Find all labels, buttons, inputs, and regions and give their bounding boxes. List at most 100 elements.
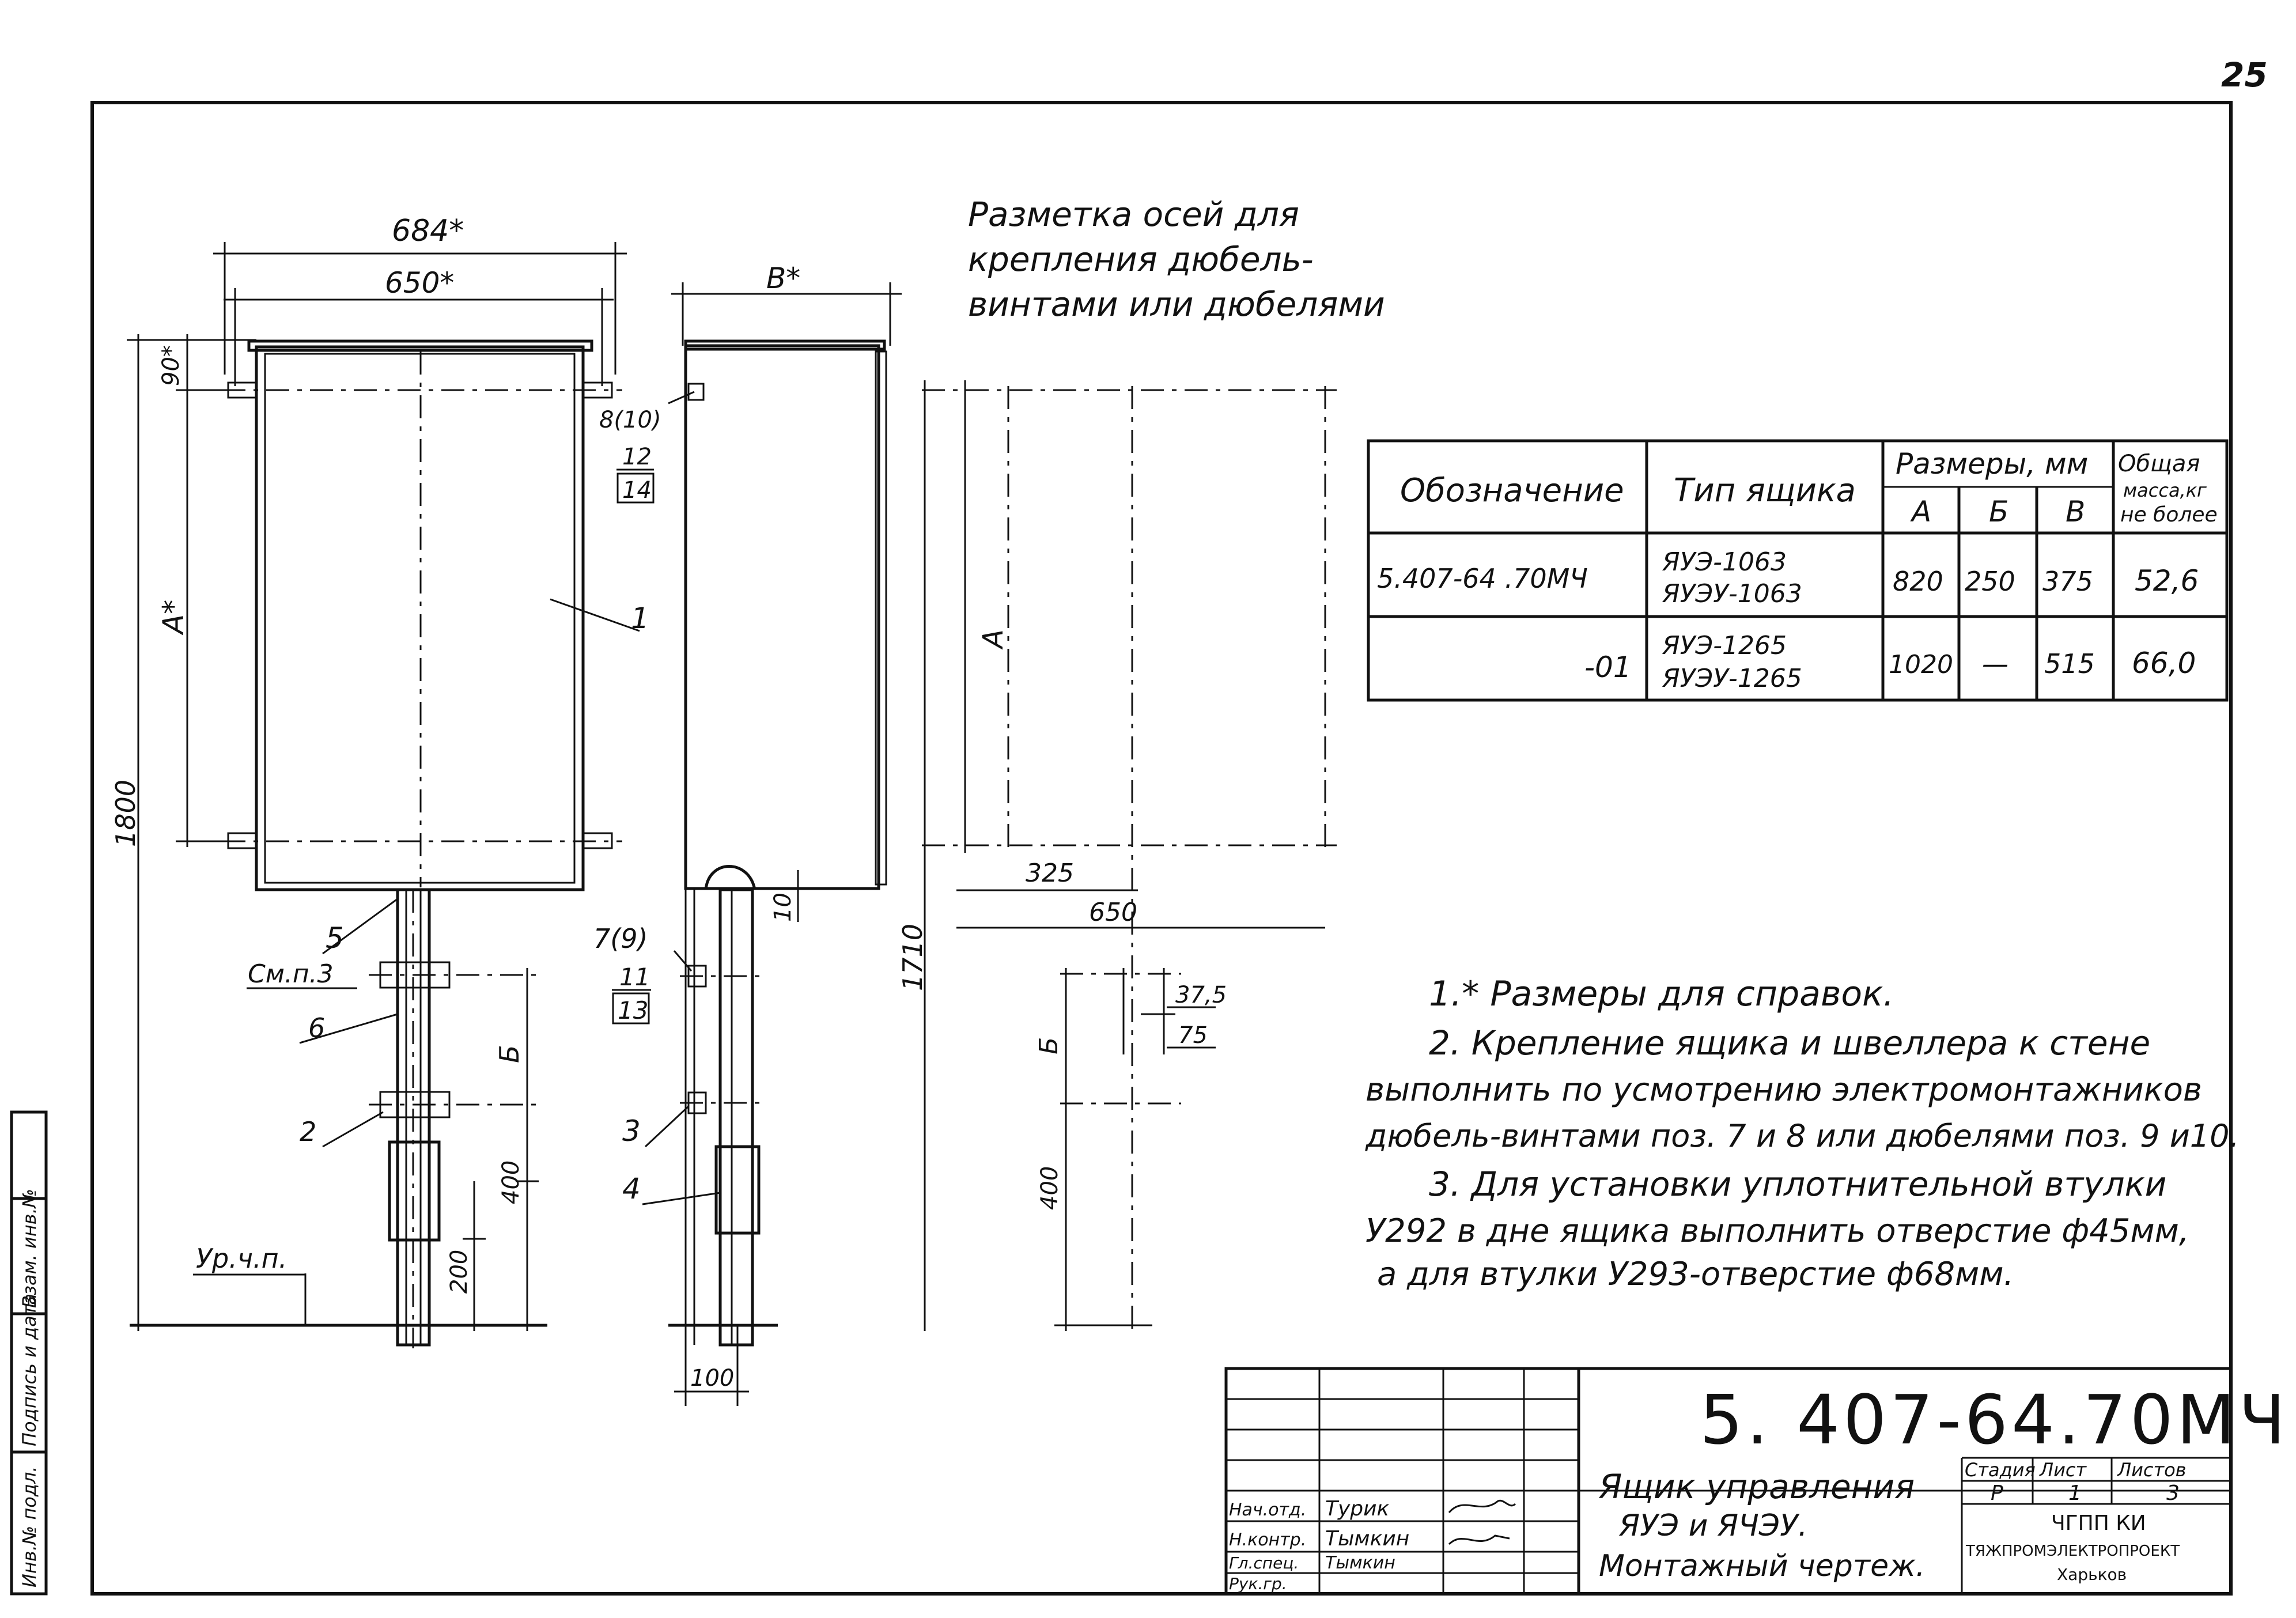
title-block: 5. 407-64.70МЧ Ящик управления ЯУЭ и ЯЧЭ…: [1224, 1367, 2289, 1596]
dim-650: 650*: [385, 266, 454, 300]
front-view: 684* 650* 90* А* 1800 1 Б 400: [110, 214, 649, 1348]
document-code: 5. 407-64.70МЧ: [1700, 1380, 2289, 1460]
org-line-3: Харьков: [2057, 1565, 2127, 1584]
staff-role-2: Н.контр.: [1229, 1530, 1306, 1550]
dim-A-star: А*: [157, 600, 190, 636]
callout-12: 12: [622, 444, 652, 470]
row-2-type-2: ЯУЭУ-1265: [1662, 664, 1802, 693]
dim-200-front: 200: [446, 1250, 472, 1294]
page-number: 25: [2221, 55, 2268, 94]
callout-7-9: 7(9): [593, 923, 648, 954]
th-dim-b: Б: [1989, 495, 2008, 528]
stage-value: Р: [1991, 1481, 2003, 1505]
row-2-designation: -01: [1584, 651, 1632, 684]
row-1-designation: 5.407-64 .70МЧ: [1377, 563, 1588, 594]
drawing-frame: [90, 101, 2233, 1596]
row-1-mass: 52,6: [2135, 564, 2199, 598]
row-1-type-1: ЯУЭ-1063: [1662, 547, 1787, 577]
callout-2: 2: [300, 1116, 316, 1147]
dim-650-layout: 650: [1089, 898, 1137, 927]
row-2-type-1: ЯУЭ-1265: [1662, 631, 1787, 660]
box-side-outline: [684, 344, 880, 890]
row-1-type-2: ЯУЭУ-1063: [1662, 579, 1802, 608]
note-3: 3. Для установки уплотнительной втулки: [1429, 1165, 2166, 1204]
sheet-value: 1: [2068, 1481, 2082, 1505]
staff-role-3: Гл.спец.: [1229, 1553, 1299, 1572]
dim-37-5: 37,5: [1175, 982, 1227, 1008]
sheets-value: 3: [2166, 1481, 2180, 1505]
layout-title-line-3: винтами или дюбелями: [968, 285, 1385, 324]
note-2-cont-1: выполнить по усмотрению электромонтажник…: [1366, 1071, 2202, 1109]
stamp-replace-inv: Взам. инв.№: [18, 1189, 40, 1308]
notes: 1.* Размеры для справок. 2. Крепление ящ…: [1365, 974, 2240, 1293]
staff-name-1: Турик: [1325, 1497, 1390, 1521]
th-box-type: Тип ящика: [1674, 472, 1856, 509]
org-line-1: ЧГПП КИ: [2051, 1511, 2146, 1535]
dim-B-layout: Б: [1034, 1037, 1064, 1054]
row-1-v: 375: [2042, 566, 2093, 597]
title-line-1: Ящик управления: [1598, 1467, 1915, 1506]
note-3-cont-1: У292 в дне ящика выполнить отверстие ф45…: [1366, 1212, 2189, 1250]
th-dimensions: Размеры, мм: [1896, 447, 2088, 481]
callout-14: 14: [622, 477, 652, 504]
callout-11: 11: [619, 963, 650, 991]
note-1: 1.* Размеры для справок.: [1429, 974, 1894, 1014]
staff-name-3: Тымкин: [1325, 1553, 1395, 1573]
staff-role-1: Нач.отд.: [1229, 1500, 1306, 1520]
see-note-3: См.п.3: [248, 959, 334, 989]
stamp-inv-number: Инв.№ подл.: [18, 1466, 40, 1587]
layout-title-line-2: крепления дюбель-: [968, 240, 1314, 279]
org-line-2: ТЯЖПРОМЭЛЕКТРОПРОЕКТ: [1965, 1543, 2180, 1560]
signature-2: [1448, 1534, 1510, 1545]
note-2-cont-2: дюбель-винтами поз. 7 и 8 или дюбелями п…: [1365, 1118, 2240, 1154]
side-stamp: Инв.№ подл. Подпись и дата Взам. инв.№: [10, 1110, 48, 1596]
dim-400-layout: 400: [1037, 1166, 1063, 1210]
dim-1710: 1710: [897, 924, 928, 991]
dim-10: 10: [770, 893, 796, 922]
stamp-signature-date: Подпись и дата: [18, 1294, 40, 1446]
callout-8-10: 8(10): [599, 407, 661, 433]
dim-100: 100: [690, 1365, 734, 1392]
dim-1800: 1800: [110, 780, 141, 847]
th-dim-a: А: [1910, 495, 1931, 528]
title-line-3: Монтажный чертеж.: [1599, 1549, 1925, 1583]
row-1-b: 250: [1965, 566, 2015, 597]
th-dim-v: В: [2066, 495, 2085, 528]
row-2-mass: 66,0: [2132, 647, 2196, 680]
side-view: В* 8(10) 12 14 10 7(9) 11 13 3 4: [593, 262, 902, 1406]
callout-14-box: [616, 472, 655, 504]
row-2-a: 1020: [1889, 650, 1953, 679]
th-mass-3: не более: [2120, 503, 2218, 527]
note-2: 2. Крепление ящика и швеллера к стене: [1429, 1023, 2150, 1063]
th-designation: Обозначение: [1400, 472, 1624, 509]
stage-label: Стадия: [1965, 1459, 2036, 1481]
specification-table: Обозначение Тип ящика Размеры, мм А Б В …: [1367, 439, 2229, 702]
callout-4: 4: [622, 1172, 641, 1205]
dim-325: 325: [1026, 859, 1074, 888]
dim-A-layout: А: [977, 629, 1009, 650]
th-mass-2: масса,кг: [2123, 479, 2207, 501]
callout-3: 3: [622, 1114, 641, 1148]
row-2-b: —: [1982, 648, 2008, 679]
dim-B-front: Б: [494, 1045, 525, 1063]
dim-90: 90*: [158, 345, 184, 386]
sheet-label: Лист: [2039, 1459, 2087, 1481]
axis-layout: Разметка осей для крепления дюбель- винт…: [897, 195, 1385, 1331]
note-3-cont-2: а для втулки У293-отверстие ф68мм.: [1377, 1256, 2014, 1293]
callout-13: 13: [618, 996, 648, 1025]
callout-1: 1: [631, 602, 649, 635]
dim-684: 684*: [392, 214, 464, 248]
signature-1: [1448, 1499, 1516, 1513]
callout-13-box: [612, 992, 650, 1025]
floor-level-label: Ур.ч.п.: [196, 1243, 287, 1274]
th-mass-1: Общая: [2118, 451, 2200, 477]
staff-name-2: Тымкин: [1325, 1527, 1409, 1551]
layout-title-line-1: Разметка осей для: [968, 195, 1299, 234]
dim-75: 75: [1178, 1022, 1208, 1049]
row-2-v: 515: [2044, 648, 2095, 679]
title-line-2: ЯУЭ и ЯЧЭУ.: [1618, 1509, 1807, 1543]
row-1-a: 820: [1893, 566, 1943, 597]
staff-role-4: Рук.гр.: [1229, 1574, 1287, 1593]
dim-V-star: В*: [766, 262, 800, 295]
